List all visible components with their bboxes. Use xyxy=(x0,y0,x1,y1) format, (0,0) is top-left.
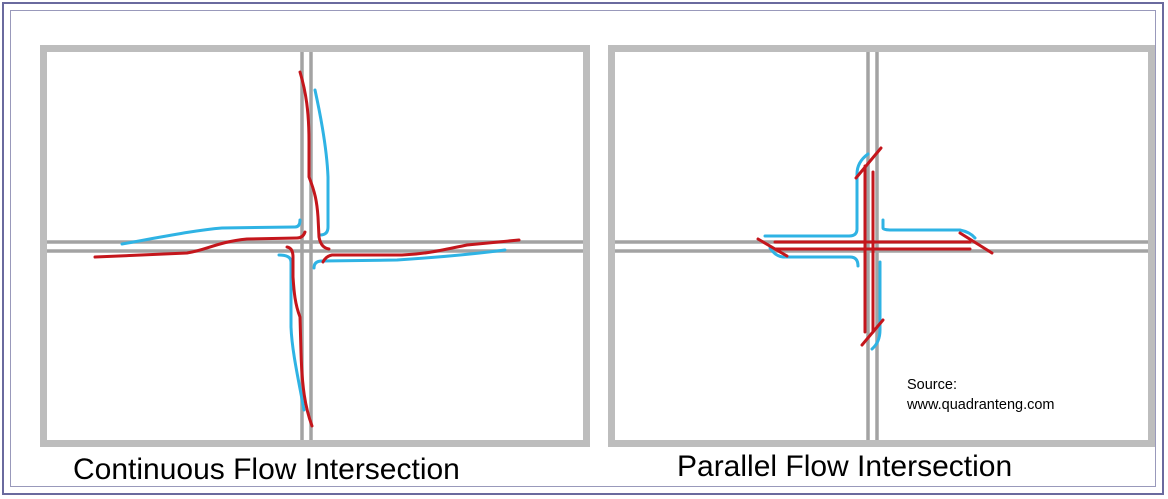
blue-path-north xyxy=(313,88,330,237)
red-crossover-east xyxy=(958,231,994,255)
source-url: www.quadranteng.com xyxy=(907,397,1055,413)
red-crossover-west xyxy=(756,237,789,258)
red-paths xyxy=(756,146,994,347)
red-path-north xyxy=(298,70,331,251)
red-crossover-north xyxy=(854,146,883,180)
continuous-flow-diagram xyxy=(47,52,583,440)
red-path-west xyxy=(93,230,307,259)
source-note: Source: www.quadranteng.com xyxy=(907,375,1055,415)
parallel-flow-panel: Source: www.quadranteng.com xyxy=(608,45,1155,447)
red-path-east xyxy=(321,238,521,264)
blue-path-west xyxy=(120,218,302,246)
blue-path-south-west xyxy=(768,246,860,268)
blue-path-north-west xyxy=(763,152,870,238)
blue-path-south-east xyxy=(870,260,882,351)
blue-path-east xyxy=(312,248,507,270)
source-label: Source: xyxy=(907,377,957,393)
red-paths xyxy=(93,70,521,428)
parallel-flow-diagram xyxy=(615,52,1148,440)
red-path-south xyxy=(285,245,314,428)
continuous-flow-panel xyxy=(40,45,590,447)
road-lines xyxy=(47,52,583,440)
red-crossover-south xyxy=(860,318,885,347)
blue-paths xyxy=(120,88,507,412)
blue-path-south xyxy=(277,253,306,412)
blue-paths xyxy=(763,152,977,351)
blue-path-north-east xyxy=(881,218,977,240)
road-lines xyxy=(615,52,1148,440)
parallel-flow-caption: Parallel Flow Intersection xyxy=(677,450,1013,483)
continuous-flow-caption: Continuous Flow Intersection xyxy=(73,453,460,486)
